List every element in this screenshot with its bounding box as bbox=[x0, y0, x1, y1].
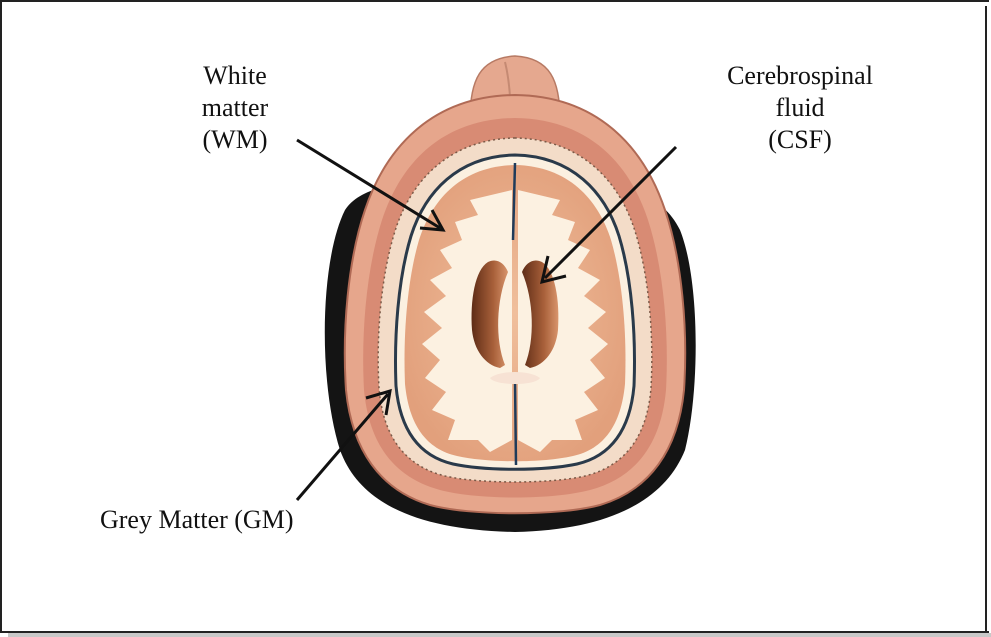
label-wm-line1: White bbox=[165, 60, 305, 92]
label-wm-line2: matter bbox=[165, 92, 305, 124]
label-csf: Cerebrospinal fluid (CSF) bbox=[700, 60, 900, 156]
label-csf-line2: fluid bbox=[700, 92, 900, 124]
label-csf-line1: Cerebrospinal bbox=[700, 60, 900, 92]
label-grey-matter: Grey Matter (GM) bbox=[100, 504, 365, 536]
label-wm-line3: (WM) bbox=[165, 124, 305, 156]
label-csf-line3: (CSF) bbox=[700, 124, 900, 156]
label-white-matter: White matter (WM) bbox=[165, 60, 305, 156]
